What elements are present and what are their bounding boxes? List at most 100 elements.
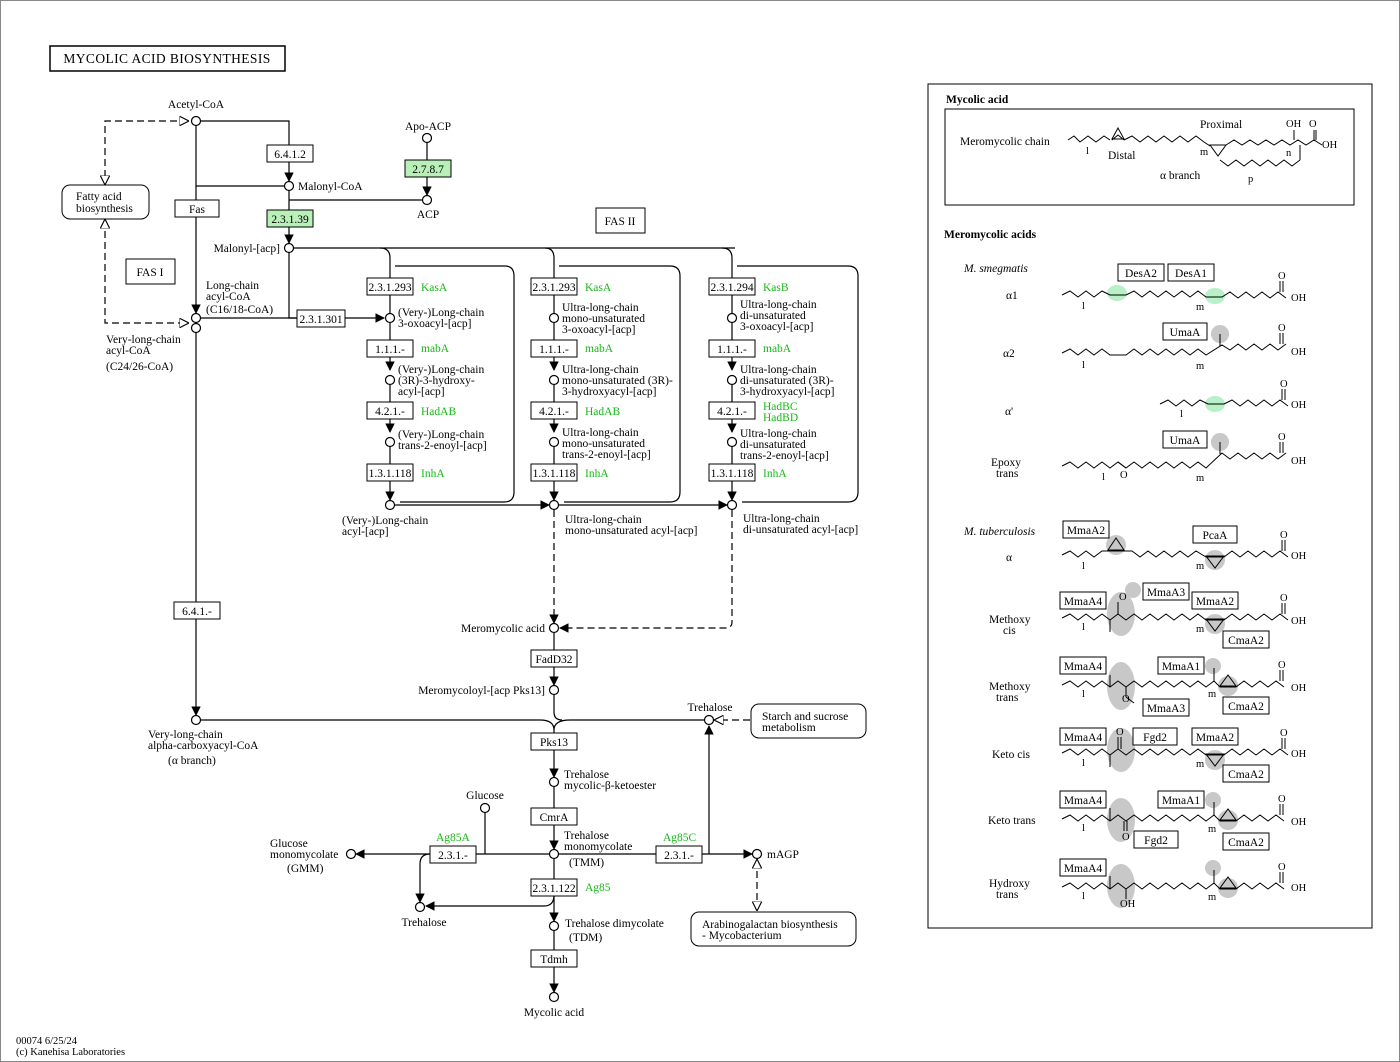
svg-text:MmaA4: MmaA4: [1064, 596, 1103, 608]
svg-text:OH: OH: [1291, 749, 1307, 760]
gene-kasa-2[interactable]: KasA: [585, 282, 612, 294]
svg-text:(c) Kanehisa Laboratories: (c) Kanehisa Laboratories: [16, 1047, 125, 1058]
enzyme-c2-2-3-1-293[interactable]: 2.3.1.293: [530, 277, 578, 296]
svg-text:m: m: [1196, 624, 1204, 635]
svg-text:DesA2: DesA2: [1125, 268, 1157, 280]
svg-text:(Very-)Long-chain: (Very-)Long-chain: [342, 515, 428, 527]
svg-text:cis: cis: [1003, 625, 1016, 637]
enzyme-tdmh[interactable]: Tdmh: [530, 949, 578, 968]
svg-text:Very-long-chain: Very-long-chain: [148, 729, 223, 741]
mycolic-acid-label: Mycolic acid: [524, 1007, 585, 1019]
gene-ag85c[interactable]: Ag85C: [663, 832, 697, 844]
enzyme-cmra[interactable]: CmrA: [530, 807, 578, 826]
gene-inha-3[interactable]: InhA: [763, 468, 787, 480]
svg-text:OH: OH: [1291, 400, 1307, 411]
gene-hadab-2[interactable]: HadAB: [585, 406, 620, 418]
gene-maba-2[interactable]: mabA: [585, 343, 614, 355]
svg-text:Keto trans: Keto trans: [988, 815, 1036, 827]
svg-text:m: m: [1196, 473, 1204, 484]
svg-text:00074 6/25/24: 00074 6/25/24: [16, 1036, 78, 1047]
gene-ag85[interactable]: Ag85: [585, 882, 611, 894]
svg-text:mono-unsaturated acyl-[acp]: mono-unsaturated acyl-[acp]: [565, 525, 698, 537]
enzyme-c3-1-3-1-118[interactable]: 1.3.1.118: [708, 463, 756, 482]
svg-text:MmaA2: MmaA2: [1196, 732, 1235, 744]
enzyme-6-4-1-2[interactable]: 6.4.1.2: [266, 144, 314, 163]
svg-text:di-unsaturated (3R)-: di-unsaturated (3R)-: [740, 375, 834, 387]
svg-text:acyl-[acp]: acyl-[acp]: [342, 526, 389, 538]
structure-alpha1: α1 DesA2 DesA1 O OH l m: [1006, 263, 1307, 313]
svg-text:trans-2-enoyl-[acp]: trans-2-enoyl-[acp]: [562, 449, 651, 461]
enzyme-c1-2-3-1-293[interactable]: 2.3.1.293: [366, 277, 414, 296]
svg-text:Fatty acid: Fatty acid: [76, 191, 122, 203]
footer: 00074 6/25/24 (c) Kanehisa Laboratories: [16, 1036, 125, 1058]
svg-text:Distal: Distal: [1108, 150, 1135, 162]
gene-kasa-1[interactable]: KasA: [421, 282, 448, 294]
fatty-acid-biosynthesis-map[interactable]: Fatty acid biosynthesis: [61, 184, 150, 220]
svg-text:OH: OH: [1291, 683, 1307, 694]
enzyme-c2-1-3-1-118[interactable]: 1.3.1.118: [530, 463, 578, 482]
svg-text:OH: OH: [1291, 551, 1307, 562]
svg-text:p: p: [1248, 174, 1253, 185]
apo-acp-label: Apo-ACP: [405, 121, 451, 133]
gene-kasb[interactable]: KasB: [763, 282, 789, 294]
enzyme-6-4-1[interactable]: 6.4.1.-: [173, 601, 221, 620]
enzyme-2-3-1-39[interactable]: 2.3.1.39: [266, 209, 314, 228]
svg-text:O: O: [1309, 119, 1317, 130]
long-chain-label-2: acyl-CoA: [206, 291, 251, 303]
enzyme-2-3-1-301[interactable]: 2.3.1.301: [296, 309, 346, 328]
compound-labels: Acetyl-CoA Malonyl-CoA Apo-ACP ACP Malon…: [106, 99, 858, 1019]
svg-text:MYCOLIC ACID BIOSYNTHESIS: MYCOLIC ACID BIOSYNTHESIS: [63, 51, 270, 66]
enzyme-2-3-1-a[interactable]: 2.3.1.-: [429, 845, 477, 864]
svg-text:MmaA4: MmaA4: [1064, 732, 1103, 744]
enzyme-c3-2-3-1-294[interactable]: 2.3.1.294: [708, 277, 756, 296]
svg-text:O: O: [1280, 593, 1288, 604]
enzyme-c1-1-1-1[interactable]: 1.1.1.-: [366, 339, 414, 358]
gene-hadbd[interactable]: HadBD: [763, 412, 798, 424]
svg-text:di-unsaturated acyl-[acp]: di-unsaturated acyl-[acp]: [743, 524, 858, 536]
svg-text:2.3.1.-: 2.3.1.-: [438, 850, 468, 862]
gene-hadbc[interactable]: HadBC: [763, 401, 798, 413]
enzyme-c3-1-1-1[interactable]: 1.1.1.-: [708, 339, 756, 358]
enzyme-c1-1-3-1-118[interactable]: 1.3.1.118: [366, 463, 414, 482]
gene-inha-1[interactable]: InhA: [421, 468, 445, 480]
enzyme-2-3-1-b[interactable]: 2.3.1.-: [655, 845, 703, 864]
svg-text:(Very-)Long-chain: (Very-)Long-chain: [398, 307, 484, 319]
enzyme-fas[interactable]: Fas: [174, 199, 220, 218]
svg-text:CmaA2: CmaA2: [1228, 769, 1264, 781]
svg-text:biosynthesis: biosynthesis: [76, 203, 133, 215]
gene-maba-1[interactable]: mabA: [421, 343, 450, 355]
svg-text:MmaA3: MmaA3: [1147, 587, 1186, 599]
enzyme-2-3-1-122[interactable]: 2.3.1.122: [530, 878, 578, 897]
enzyme-fadd32[interactable]: FadD32: [530, 649, 578, 668]
meromycoloyl-label: Meromycoloyl-[acp Pks13]: [418, 685, 545, 697]
enzyme-c3-4-2-1[interactable]: 4.2.1.-: [708, 401, 756, 420]
svg-text:l: l: [1180, 409, 1183, 420]
enzyme-2-7-8-7[interactable]: 2.7.8.7: [404, 159, 452, 178]
svg-text:mycolic-β-ketoester: mycolic-β-ketoester: [564, 780, 656, 792]
svg-text:2.3.1.-: 2.3.1.-: [664, 850, 694, 862]
enzyme-boxes: 6.4.1.2 2.7.8.7 2.3.1.39 Fas 2.3.1.301 6…: [173, 144, 798, 968]
svg-text:2.3.1.294: 2.3.1.294: [710, 282, 753, 294]
svg-text:m: m: [1200, 147, 1208, 158]
svg-text:2.3.1.293: 2.3.1.293: [532, 282, 575, 294]
gene-inha-2[interactable]: InhA: [585, 468, 609, 480]
arabinogalactan-map[interactable]: Arabinogalactan biosynthesis - Mycobacte…: [690, 911, 857, 947]
enzyme-c2-1-1-1[interactable]: 1.1.1.-: [530, 339, 578, 358]
gene-hadab-1[interactable]: HadAB: [421, 406, 456, 418]
meromycolic-acid-label: Meromycolic acid: [461, 623, 545, 635]
enzyme-pks13[interactable]: Pks13: [530, 732, 578, 751]
svg-text:1.1.1.-: 1.1.1.-: [375, 344, 405, 356]
enzyme-c1-4-2-1[interactable]: 4.2.1.-: [366, 401, 414, 420]
svg-text:m: m: [1196, 361, 1204, 372]
enzyme-c2-4-2-1[interactable]: 4.2.1.-: [530, 401, 578, 420]
svg-text:MmaA4: MmaA4: [1064, 661, 1103, 673]
svg-text:UmaA: UmaA: [1170, 435, 1201, 447]
starch-sucrose-map[interactable]: Starch and sucrose metabolism: [750, 703, 867, 739]
gene-ag85a[interactable]: Ag85A: [436, 832, 471, 844]
svg-text:m: m: [1208, 892, 1216, 903]
gene-maba-3[interactable]: mabA: [763, 343, 792, 355]
svg-text:3-oxoacyl-[acp]: 3-oxoacyl-[acp]: [398, 318, 471, 330]
svg-text:trans-2-enoyl-[acp]: trans-2-enoyl-[acp]: [740, 450, 829, 462]
svg-text:6.4.1.2: 6.4.1.2: [274, 149, 306, 161]
svg-text:Arabinogalactan biosynthesis: Arabinogalactan biosynthesis: [702, 919, 838, 931]
